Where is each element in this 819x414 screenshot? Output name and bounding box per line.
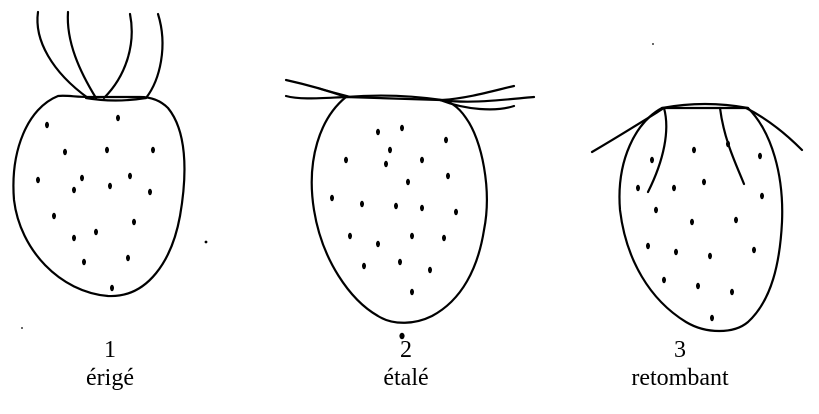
sepals-spreading <box>286 80 534 109</box>
seeds <box>330 125 458 339</box>
sepals-erect <box>37 12 162 101</box>
figure-2-label: étalé <box>306 364 506 392</box>
strawberry-1-erect <box>13 12 184 296</box>
figure-2-number: 2 <box>306 336 506 364</box>
seeds <box>36 115 155 291</box>
figure-3-caption: 3 retombant <box>580 336 780 392</box>
figure-3-label: retombant <box>580 364 780 392</box>
sepals-reflexed <box>592 104 802 192</box>
strawberry-3-reflexed <box>592 104 802 331</box>
figure-1-caption: 1 érigé <box>10 336 210 392</box>
fruit-outline <box>312 97 487 323</box>
figure-1-number: 1 <box>10 336 210 364</box>
figure-2-caption: 2 étalé <box>306 336 506 392</box>
fruit-outline <box>619 108 782 331</box>
strawberry-2-spreading <box>286 80 534 339</box>
figure-3-number: 3 <box>580 336 780 364</box>
fruit-outline <box>13 96 184 296</box>
scan-specks <box>21 43 654 329</box>
figure-1-label: érigé <box>10 364 210 392</box>
